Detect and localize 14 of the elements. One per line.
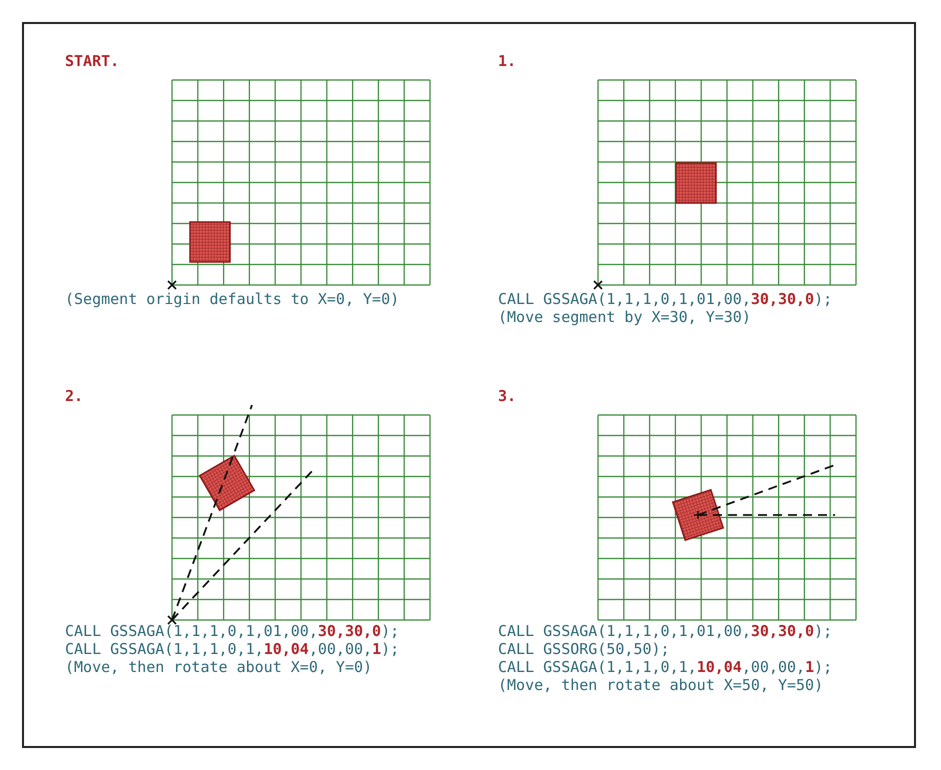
caption-text: (Move, then rotate about X=0, Y=0)	[65, 658, 372, 676]
code-line: CALL GSSAGA(1,1,1,0,1,10,04,00,00,1);	[65, 640, 400, 658]
panel-label: 2.	[65, 387, 84, 405]
caption-text: (Segment origin defaults to X=0, Y=0)	[65, 290, 400, 308]
code-line: CALL GSSAGA(1,1,1,0,1,01,00,30,30,0);	[498, 290, 832, 308]
code-line: CALL GSSORG(50,50);	[498, 640, 670, 658]
panel-label: 1.	[498, 52, 516, 70]
panel-label: 3.	[498, 387, 516, 405]
caption-text: (Move segment by X=30, Y=30)	[498, 308, 751, 326]
code-line: CALL GSSAGA(1,1,1,0,1,01,00,30,30,0);	[65, 622, 400, 640]
caption-text: (Move, then rotate about X=50, Y=50)	[498, 676, 824, 694]
code-line: CALL GSSAGA(1,1,1,0,1,10,04,00,00,1);	[498, 658, 832, 676]
code-line: CALL GSSAGA(1,1,1,0,1,01,00,30,30,0);	[498, 622, 832, 640]
panel-label: START.	[65, 52, 120, 70]
